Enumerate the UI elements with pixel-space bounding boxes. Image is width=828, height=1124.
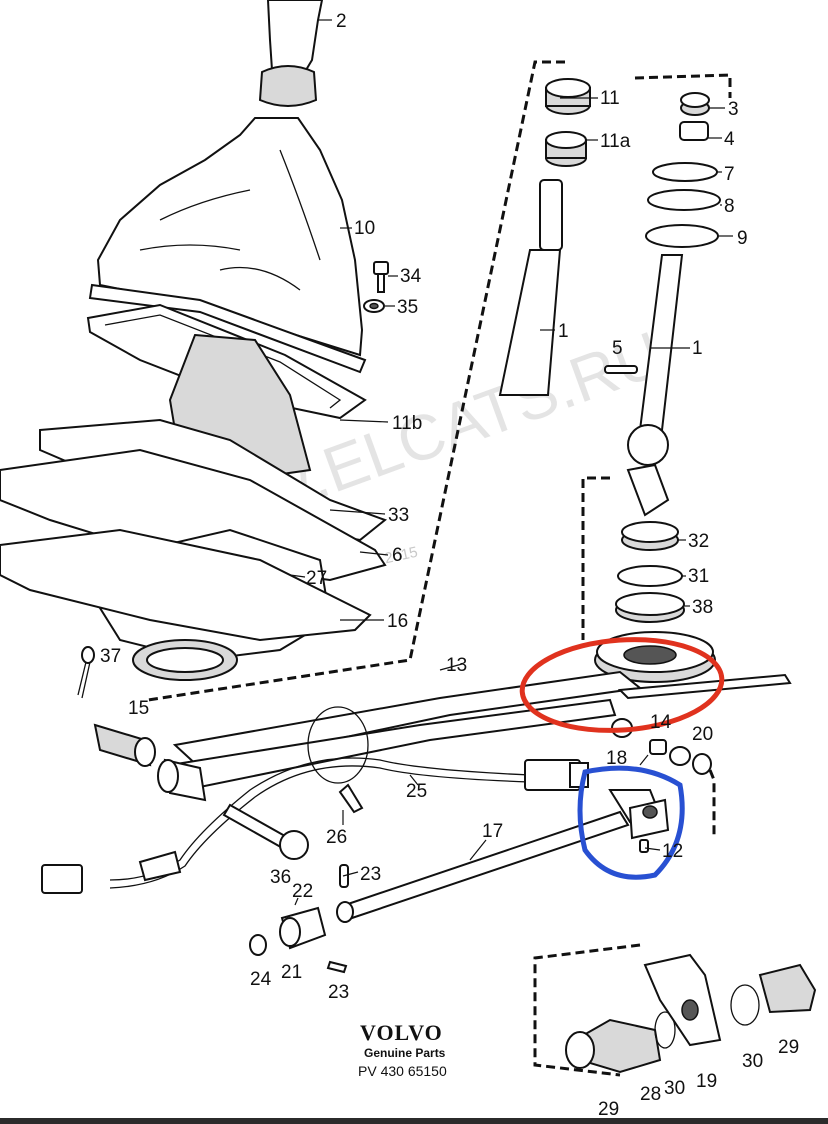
label-5: 5 [612,338,623,359]
clamp-block [608,789,670,853]
label-29-right: 29 [778,1037,799,1058]
label-27: 27 [306,568,327,589]
label-13: 13 [446,655,467,676]
label-7: 7 [724,164,735,185]
label-11a: 11a [600,131,631,152]
label-11b: 11b [392,413,422,434]
shift-knob-stem [258,0,324,107]
bottom-bar [0,1118,828,1124]
label-14: 14 [650,712,672,733]
label-1-right: 1 [692,338,703,359]
label-24: 24 [250,969,272,990]
label-30-bottom: 30 [664,1078,685,1099]
label-18: 18 [606,748,627,769]
label-35: 35 [397,297,418,318]
label-37: 37 [100,646,121,667]
label-12: 12 [662,841,683,862]
inner-boot-assembly [0,333,388,681]
frame-bushing-group [533,943,641,1077]
label-16: 16 [387,611,408,632]
label-1-left: 1 [558,321,569,342]
frame-left-shaft [147,60,565,702]
genuine-parts-text: Genuine Parts [364,1046,446,1060]
left-shaft-assembly [498,78,591,396]
label-3: 3 [728,99,739,120]
label-21: 21 [281,962,302,983]
label-36: 36 [270,867,291,888]
rubber-bushings [565,953,817,1074]
label-26: 26 [326,827,347,848]
label-29-bottom: 29 [598,1099,619,1120]
label-23-bottom: 23 [328,982,349,1003]
label-15: 15 [128,698,149,719]
label-4: 4 [724,129,735,150]
frame-clamp-group [708,769,716,835]
label-30-right: 30 [742,1051,763,1072]
label-33: 33 [388,505,409,526]
label-11: 11 [600,88,620,109]
red-highlight-circle [519,637,725,733]
group-frames [147,60,732,1077]
split-pin [77,646,95,699]
highlights [519,637,725,880]
label-23-top: 23 [360,864,381,885]
label-10: 10 [354,218,375,239]
label-31: 31 [688,566,709,587]
bolt-and-washer [363,261,389,313]
bolt-36 [222,803,309,860]
bushing-15 [93,723,207,802]
label-22: 22 [292,881,313,902]
shift-rod [336,810,630,923]
label-32: 32 [688,531,709,552]
label-19: 19 [696,1071,717,1092]
right-shaft-assembly [626,92,721,517]
part-number-text: PV 430 65150 [358,1063,447,1079]
label-34: 34 [400,266,422,287]
hose-clamp [307,706,369,814]
label-2: 2 [336,11,347,32]
leader-lines [289,19,733,906]
label-8: 8 [724,196,735,217]
label-9: 9 [737,228,748,249]
label-6: 6 [392,545,403,566]
blue-highlight-circle [577,765,685,880]
wiring-harness [41,757,589,894]
part-labels: 2 10 34 35 11b 33 6 27 16 37 15 11 11a 1… [100,11,799,1120]
volvo-logo: VOLVO [360,1020,443,1045]
label-25: 25 [406,781,427,802]
label-17: 17 [482,821,503,842]
pin-5 [604,365,638,374]
frame-right-shaft-top [634,73,732,98]
frame-bearing-group [581,476,610,640]
label-28: 28 [640,1084,661,1105]
bearing-rings [615,521,685,623]
label-38: 38 [692,597,713,618]
volvo-branding: VOLVO Genuine Parts PV 430 65150 [358,1020,447,1079]
label-20: 20 [692,724,713,745]
